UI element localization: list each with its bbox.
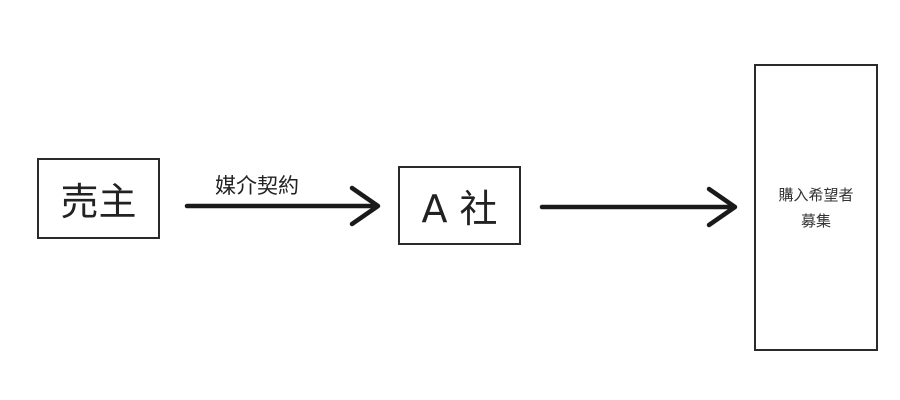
company-a-label: A 社 — [421, 187, 498, 231]
buyers-label-line2: 募集 — [800, 211, 831, 230]
brokerage-contract-label: 媒介契約 — [215, 174, 299, 198]
company-a-node: A 社 — [398, 166, 521, 245]
seller-label: 売主 — [60, 180, 137, 224]
buyer-recruitment-node: 購入希望者 募集 — [754, 64, 878, 351]
arrow-seller-to-company — [184, 185, 381, 227]
arrow-company-to-buyers — [539, 186, 738, 228]
seller-node: 売主 — [37, 158, 160, 239]
buyers-label-line1: 購入希望者 — [778, 185, 854, 204]
